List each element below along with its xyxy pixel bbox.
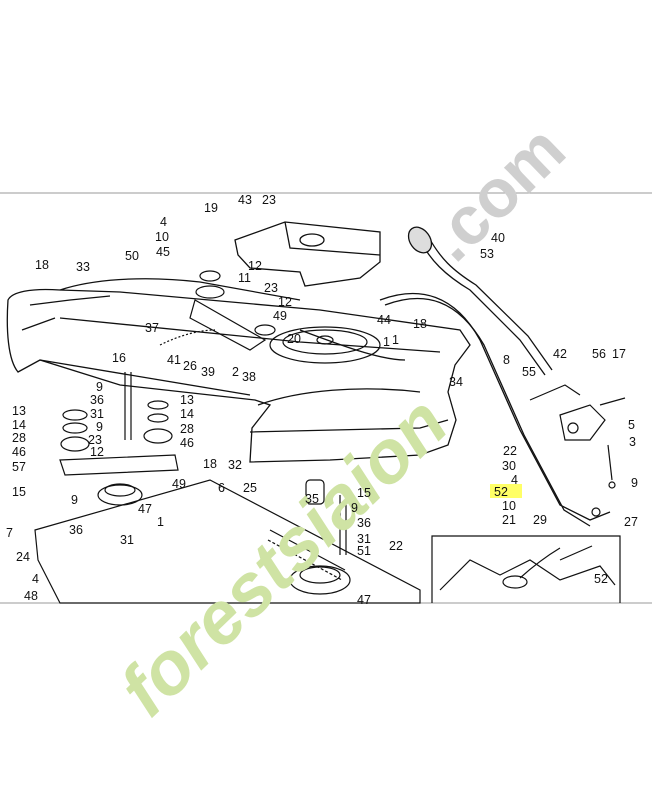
part-label: 24 xyxy=(16,550,30,564)
part-label: 2 xyxy=(232,365,239,379)
part-label: 31 xyxy=(357,532,371,546)
part-label: 57 xyxy=(12,460,26,474)
highlight-marker xyxy=(490,484,522,498)
part-label: 44 xyxy=(377,313,391,327)
part-label: 20 xyxy=(287,332,301,346)
part-label: 13 xyxy=(180,393,194,407)
part-label: 12 xyxy=(248,259,262,273)
part-label: 33 xyxy=(76,260,90,274)
part-label: 6 xyxy=(218,481,225,495)
watermark-text: forestsiaion xyxy=(103,380,462,731)
part-label: 15 xyxy=(357,486,371,500)
part-label: 28 xyxy=(12,431,26,445)
part-label: 18 xyxy=(203,457,217,471)
part-label: 9 xyxy=(71,493,78,507)
part-label: 28 xyxy=(180,422,194,436)
part-label: 37 xyxy=(145,321,159,335)
part-label: 49 xyxy=(273,309,287,323)
part-label: 18 xyxy=(413,317,427,331)
part-label: 16 xyxy=(112,351,126,365)
part-label: 23 xyxy=(262,193,276,207)
part-label: 42 xyxy=(553,347,567,361)
part-label: 27 xyxy=(624,515,638,529)
part-label: 40 xyxy=(491,231,505,245)
part-label: 14 xyxy=(180,407,194,421)
part-label: 49 xyxy=(172,477,186,491)
part-label: 55 xyxy=(522,365,536,379)
part-label: 23 xyxy=(88,433,102,447)
part-label: 25 xyxy=(243,481,257,495)
lift-lever xyxy=(379,226,611,527)
part-label: 26 xyxy=(183,359,197,373)
part-label: 4 xyxy=(32,572,39,586)
part-label: 41 xyxy=(167,353,181,367)
part-label: 11 xyxy=(238,271,251,285)
part-label: 10 xyxy=(502,499,516,513)
part-label: 36 xyxy=(357,516,371,530)
mower-deck xyxy=(6,288,471,463)
belt-cover xyxy=(234,221,381,287)
part-label: 9 xyxy=(631,476,638,490)
part-label: 46 xyxy=(180,436,194,450)
part-label: 9 xyxy=(351,501,358,515)
part-label: 46 xyxy=(12,445,26,459)
part-label: 52 xyxy=(594,572,608,586)
part-label: 7 xyxy=(6,526,13,540)
part-label: 38 xyxy=(242,370,256,384)
part-label: 32 xyxy=(228,458,242,472)
part-label: 34 xyxy=(449,375,463,389)
part-label: 36 xyxy=(90,393,104,407)
part-label: 4 xyxy=(511,473,518,487)
part-label: 39 xyxy=(201,365,215,379)
part-label: 47 xyxy=(138,502,152,516)
part-label: 5 xyxy=(628,418,635,432)
part-label: 43 xyxy=(238,193,252,207)
part-label: 9 xyxy=(96,420,103,434)
watermark: forestsiaion .com xyxy=(103,111,579,732)
part-label: 3 xyxy=(629,435,636,449)
part-label: 56 xyxy=(592,347,606,361)
part-label: 48 xyxy=(24,589,38,603)
part-label: 17 xyxy=(612,347,626,361)
part-label: 9 xyxy=(96,380,103,394)
part-label: 22 xyxy=(503,444,517,458)
part-label: 15 xyxy=(12,485,26,499)
part-label: 21 xyxy=(502,513,516,527)
part-label: 19 xyxy=(204,201,218,215)
part-label: 35 xyxy=(305,492,319,506)
part-label: 10 xyxy=(155,230,169,244)
part-label: 4 xyxy=(160,215,167,229)
part-label: 31 xyxy=(120,533,134,547)
lift-linkage xyxy=(529,384,626,517)
left-spindle-assembly xyxy=(59,372,179,476)
main-pulley xyxy=(254,324,381,364)
part-label: 1 xyxy=(157,515,164,529)
part-label: 1 xyxy=(392,333,399,347)
part-label: 23 xyxy=(264,281,278,295)
part-label: 13 xyxy=(12,404,26,418)
part-label: 12 xyxy=(90,445,104,459)
part-label: 52 xyxy=(494,485,508,499)
inset-detail-box xyxy=(431,535,621,603)
part-label: 51 xyxy=(357,544,371,558)
part-label: 14 xyxy=(12,418,26,432)
part-label: 12 xyxy=(278,295,292,309)
part-label: 8 xyxy=(503,353,510,367)
part-label: 53 xyxy=(480,247,494,261)
part-label: 22 xyxy=(389,539,403,553)
part-label: 31 xyxy=(90,407,104,421)
idler-arm xyxy=(59,270,301,351)
part-label: 1 xyxy=(383,335,390,349)
part-label: 36 xyxy=(69,523,83,537)
part-label: 45 xyxy=(156,245,170,259)
part-label: 30 xyxy=(502,459,516,473)
part-label: 29 xyxy=(533,513,547,527)
part-label: 50 xyxy=(125,249,139,263)
lower-drive-plate xyxy=(34,479,421,604)
part-label: 18 xyxy=(35,258,49,272)
part-label: 47 xyxy=(357,593,371,607)
